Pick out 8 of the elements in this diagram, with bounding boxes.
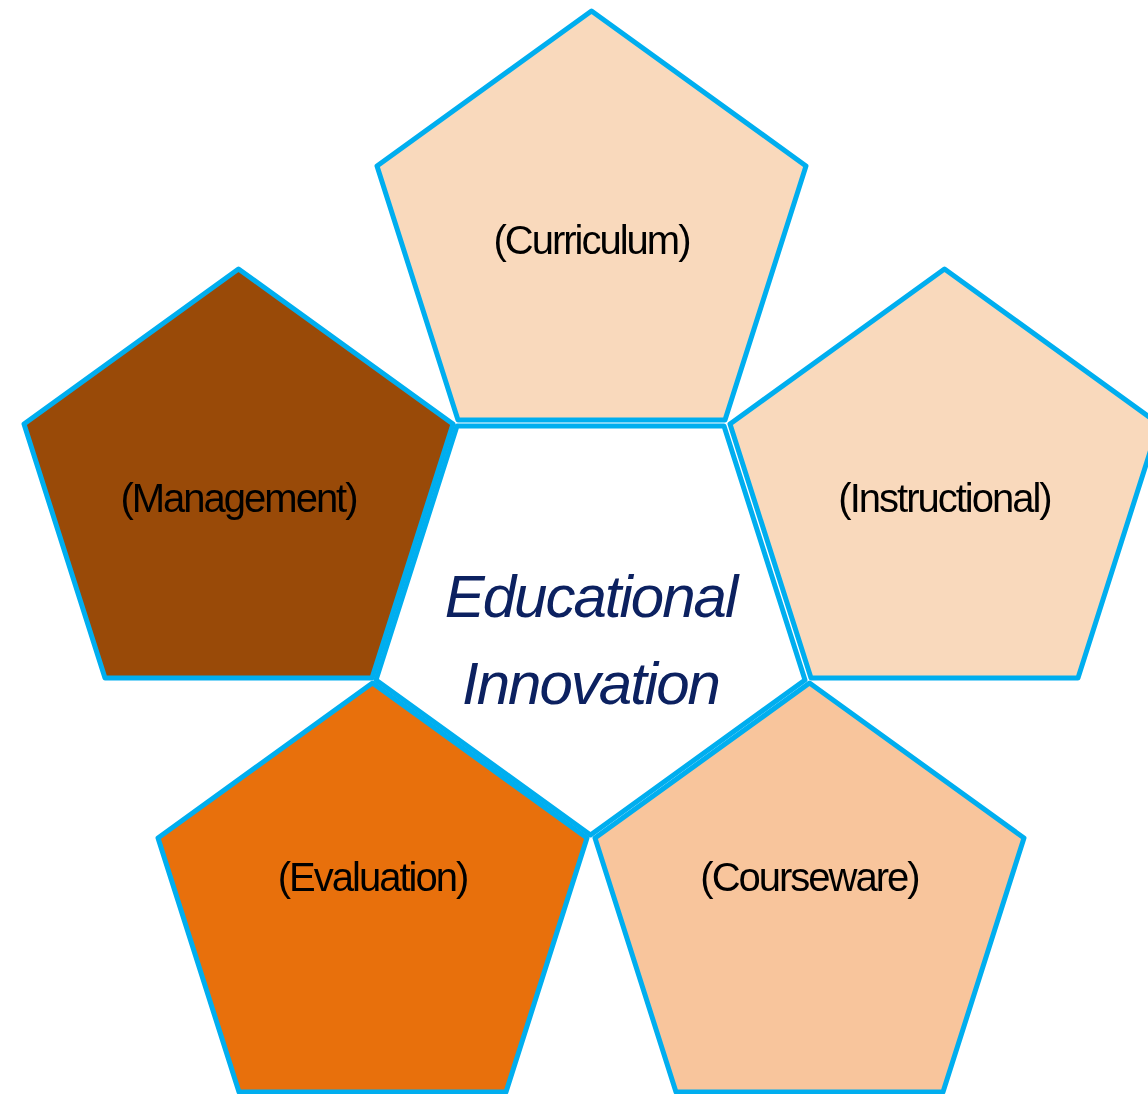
pentagon-label: (Instructional): [837, 476, 1052, 521]
pentagon-label: (Curriculum): [492, 218, 691, 263]
pentagon-label: (Management): [119, 476, 358, 521]
pentagon: [373, 423, 808, 838]
center-title: Educational Innovation: [443, 562, 740, 719]
pentagon: [374, 8, 809, 423]
pentagon-label: (Courseware): [699, 855, 920, 900]
pentagon-label: (Evaluation): [276, 855, 469, 900]
